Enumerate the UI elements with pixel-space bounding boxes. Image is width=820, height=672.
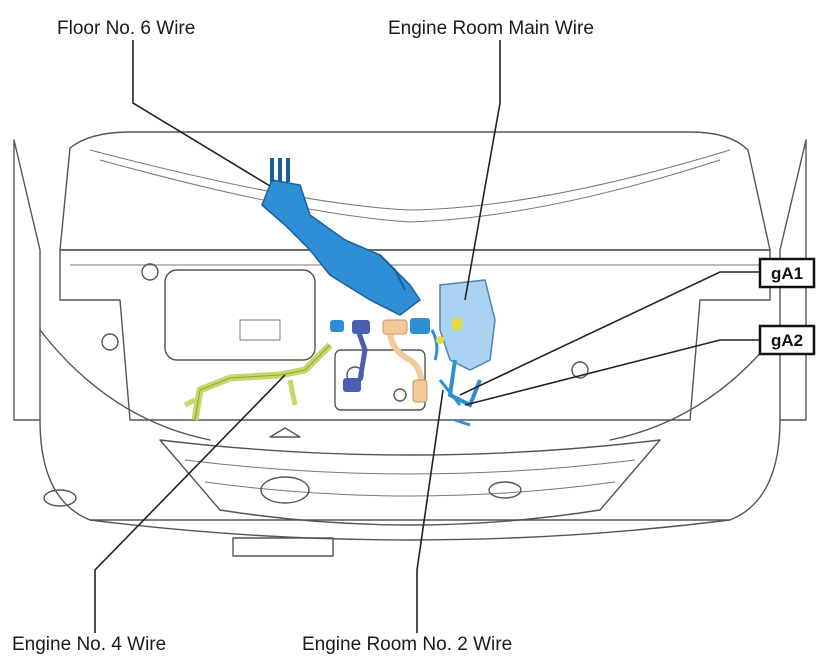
leader-lines — [94, 40, 760, 633]
tag-ga2: gA2 — [758, 324, 816, 356]
engine-room-main-wire-harness — [438, 279, 496, 427]
label-engine-room-no2-wire: Engine Room No. 2 Wire — [302, 634, 512, 655]
tag-ga1: gA1 — [758, 257, 816, 289]
vehicle-front-outline — [13, 131, 807, 557]
engine-no4-wire-harness — [183, 342, 333, 421]
engine-room-no2-wire-harness — [382, 319, 428, 403]
tag-ga1-text: gA1 — [771, 264, 803, 283]
label-engine-no4-wire: Engine No. 4 Wire — [12, 634, 166, 655]
label-engine-room-main-wire: Engine Room Main Wire — [388, 18, 594, 39]
engine-connectors — [330, 318, 462, 392]
floor-no6-wire-harness — [261, 158, 422, 316]
label-floor-no6-wire: Floor No. 6 Wire — [57, 18, 195, 39]
tag-ga2-text: gA2 — [771, 331, 803, 350]
